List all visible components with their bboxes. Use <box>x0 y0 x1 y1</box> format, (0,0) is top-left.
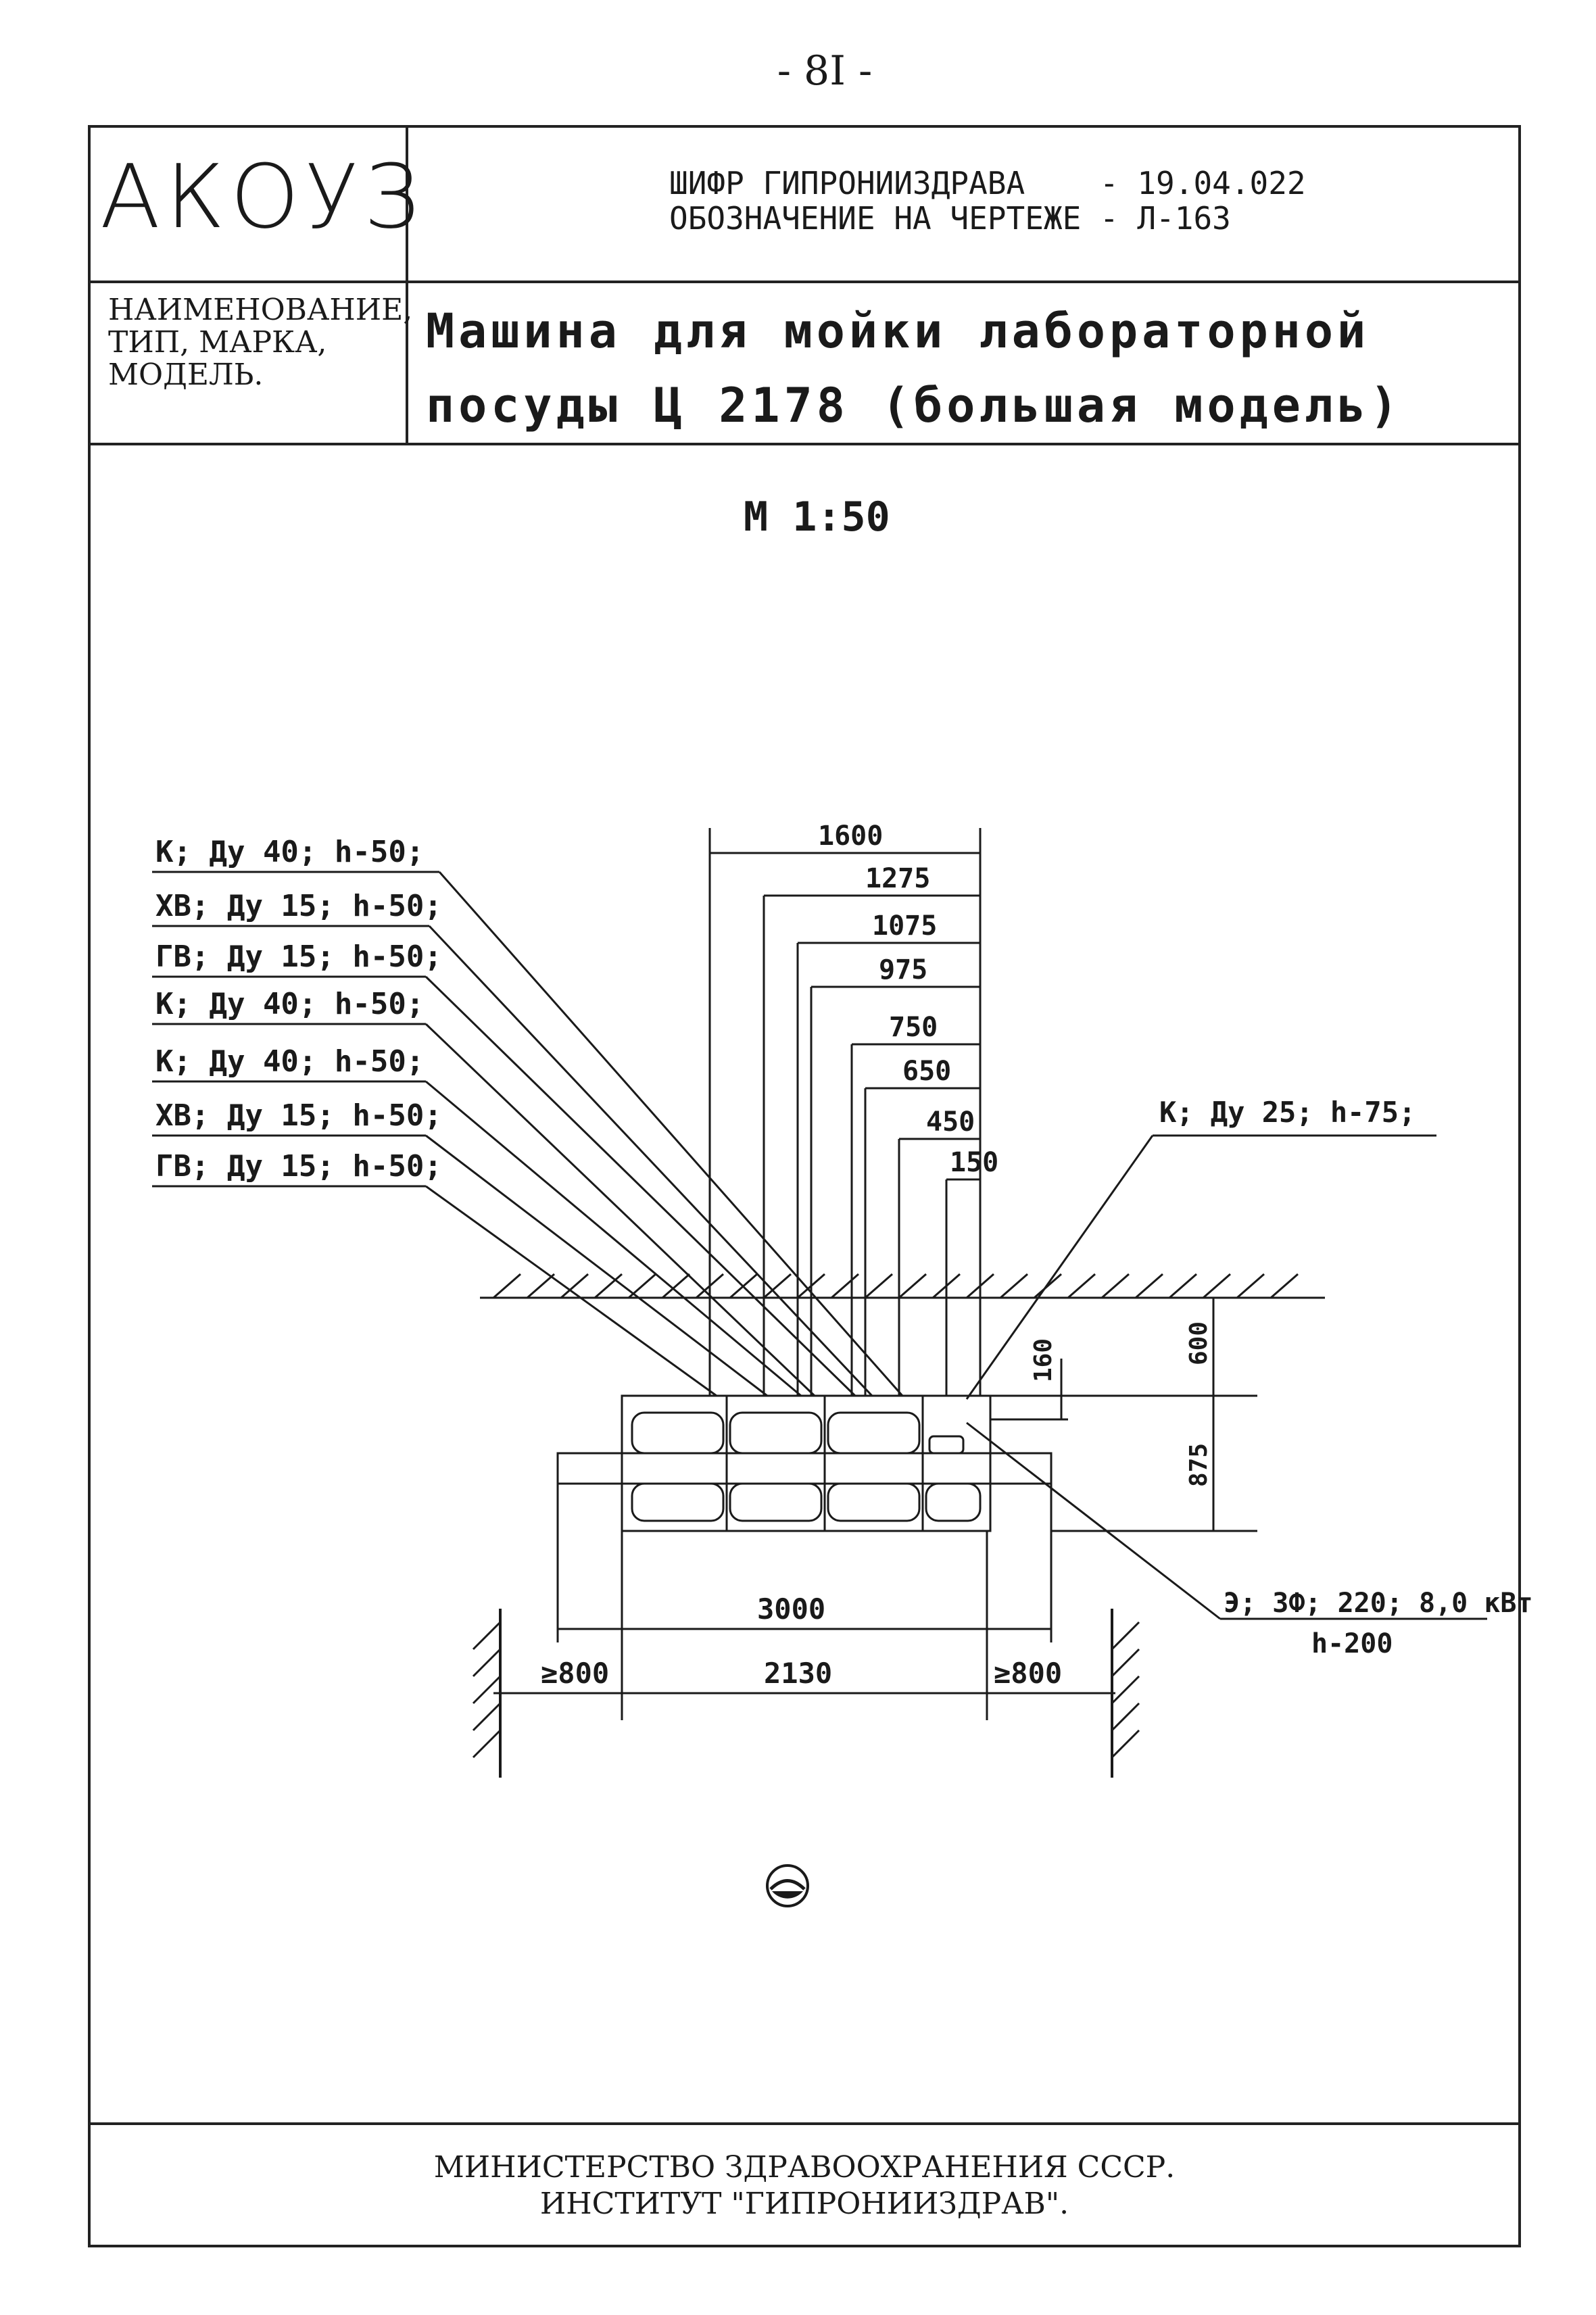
wall-hatching <box>472 1621 1140 1759</box>
equipment-code: АКОУЗ <box>100 145 425 248</box>
dimension-label: 975 <box>879 954 927 985</box>
dimension-label: 750 <box>889 1012 938 1043</box>
cipher-block: ШИФР ГИПРОНИИЗДРАВА - 19.04.022 ОБОЗНАЧЕ… <box>669 166 1306 236</box>
electric-label: Э; 3Ф; 220; 8,0 кВт <box>1224 1588 1533 1619</box>
wash-module <box>827 1411 921 1455</box>
equipment-title: Машина для мойки лабораторной посуды Ц 2… <box>426 294 1402 443</box>
dimension-label: 1275 <box>865 863 930 894</box>
utility-label: К; Ду 40; h-50; <box>155 987 424 1021</box>
height-dimension: 875 <box>1185 1443 1213 1487</box>
height-dimension: 160 <box>1030 1338 1057 1382</box>
name-label: НАИМЕНОВАНИЕ, ТИП, МАРКА, МОДЕЛЬ. <box>108 294 412 391</box>
utility-label: ХВ; Ду 15; h-50; <box>155 889 442 923</box>
machine-body <box>621 1394 992 1532</box>
dimension-label: 1600 <box>818 821 883 852</box>
title-divider <box>88 443 1521 445</box>
electric-height: h-200 <box>1311 1628 1393 1659</box>
dimension-label: 150 <box>950 1147 998 1178</box>
header-divider <box>88 281 1521 283</box>
height-dimension: 600 <box>1185 1321 1213 1365</box>
institute-line: ИНСТИТУТ "ГИПРОНИИЗДРАВ". <box>539 2187 1069 2221</box>
wash-module <box>631 1411 725 1455</box>
page-number: - 8I - <box>777 47 873 95</box>
footer: МИНИСТЕРСТВО ЗДРАВООХРАНЕНИЯ СССР. ИНСТИ… <box>88 2149 1521 2222</box>
wash-module <box>729 1482 823 1522</box>
utility-label: ГВ; Ду 15; h-50; <box>155 1149 442 1184</box>
electric-symbol-icon <box>766 1864 809 1907</box>
dimension-label: 450 <box>926 1106 975 1138</box>
utility-label: ГВ; Ду 15; h-50; <box>155 940 442 974</box>
footer-divider <box>88 2122 1521 2125</box>
utility-label: К; Ду 40; h-50; <box>155 835 424 869</box>
inner-width: 2130 <box>764 1657 832 1690</box>
wash-module <box>631 1482 725 1522</box>
wash-module <box>729 1411 823 1455</box>
wash-module <box>827 1482 921 1522</box>
designation-line: ОБОЗНАЧЕНИЕ НА ЧЕРТЕЖЕ - Л-163 <box>669 200 1231 237</box>
ministry-line: МИНИСТЕРСТВО ЗДРАВООХРАНЕНИЯ СССР. <box>433 2150 1176 2185</box>
utility-label: ХВ; Ду 15; h-50; <box>155 1098 442 1133</box>
overall-width: 3000 <box>757 1592 825 1626</box>
left-clearance: ≥800 <box>541 1657 609 1690</box>
title-line: Машина для мойки лабораторной <box>426 303 1370 359</box>
floor-hatching <box>493 1273 1299 1299</box>
wash-module <box>925 1482 982 1522</box>
utility-label: К; Ду 40; h-50; <box>155 1044 424 1079</box>
drawing-frame <box>88 125 1521 2247</box>
scale-label: М 1:50 <box>744 493 890 541</box>
name-label-line: ТИП, МАРКА, <box>108 325 327 360</box>
name-label-line: МОДЕЛЬ. <box>108 358 264 392</box>
header-column-divider <box>406 125 408 443</box>
name-label-line: НАИМЕНОВАНИЕ, <box>108 293 413 327</box>
drain-label: К; Ду 25; h-75; <box>1159 1096 1416 1129</box>
control-box <box>928 1435 965 1455</box>
dimension-label: 650 <box>902 1056 951 1087</box>
right-clearance: ≥800 <box>994 1657 1062 1690</box>
cipher-line: ШИФР ГИПРОНИИЗДРАВА - 19.04.022 <box>669 165 1306 201</box>
machine-base-band <box>556 1452 1053 1485</box>
title-line: посуды Ц 2178 (большая модель) <box>426 378 1403 433</box>
dimension-label: 1075 <box>872 910 937 942</box>
